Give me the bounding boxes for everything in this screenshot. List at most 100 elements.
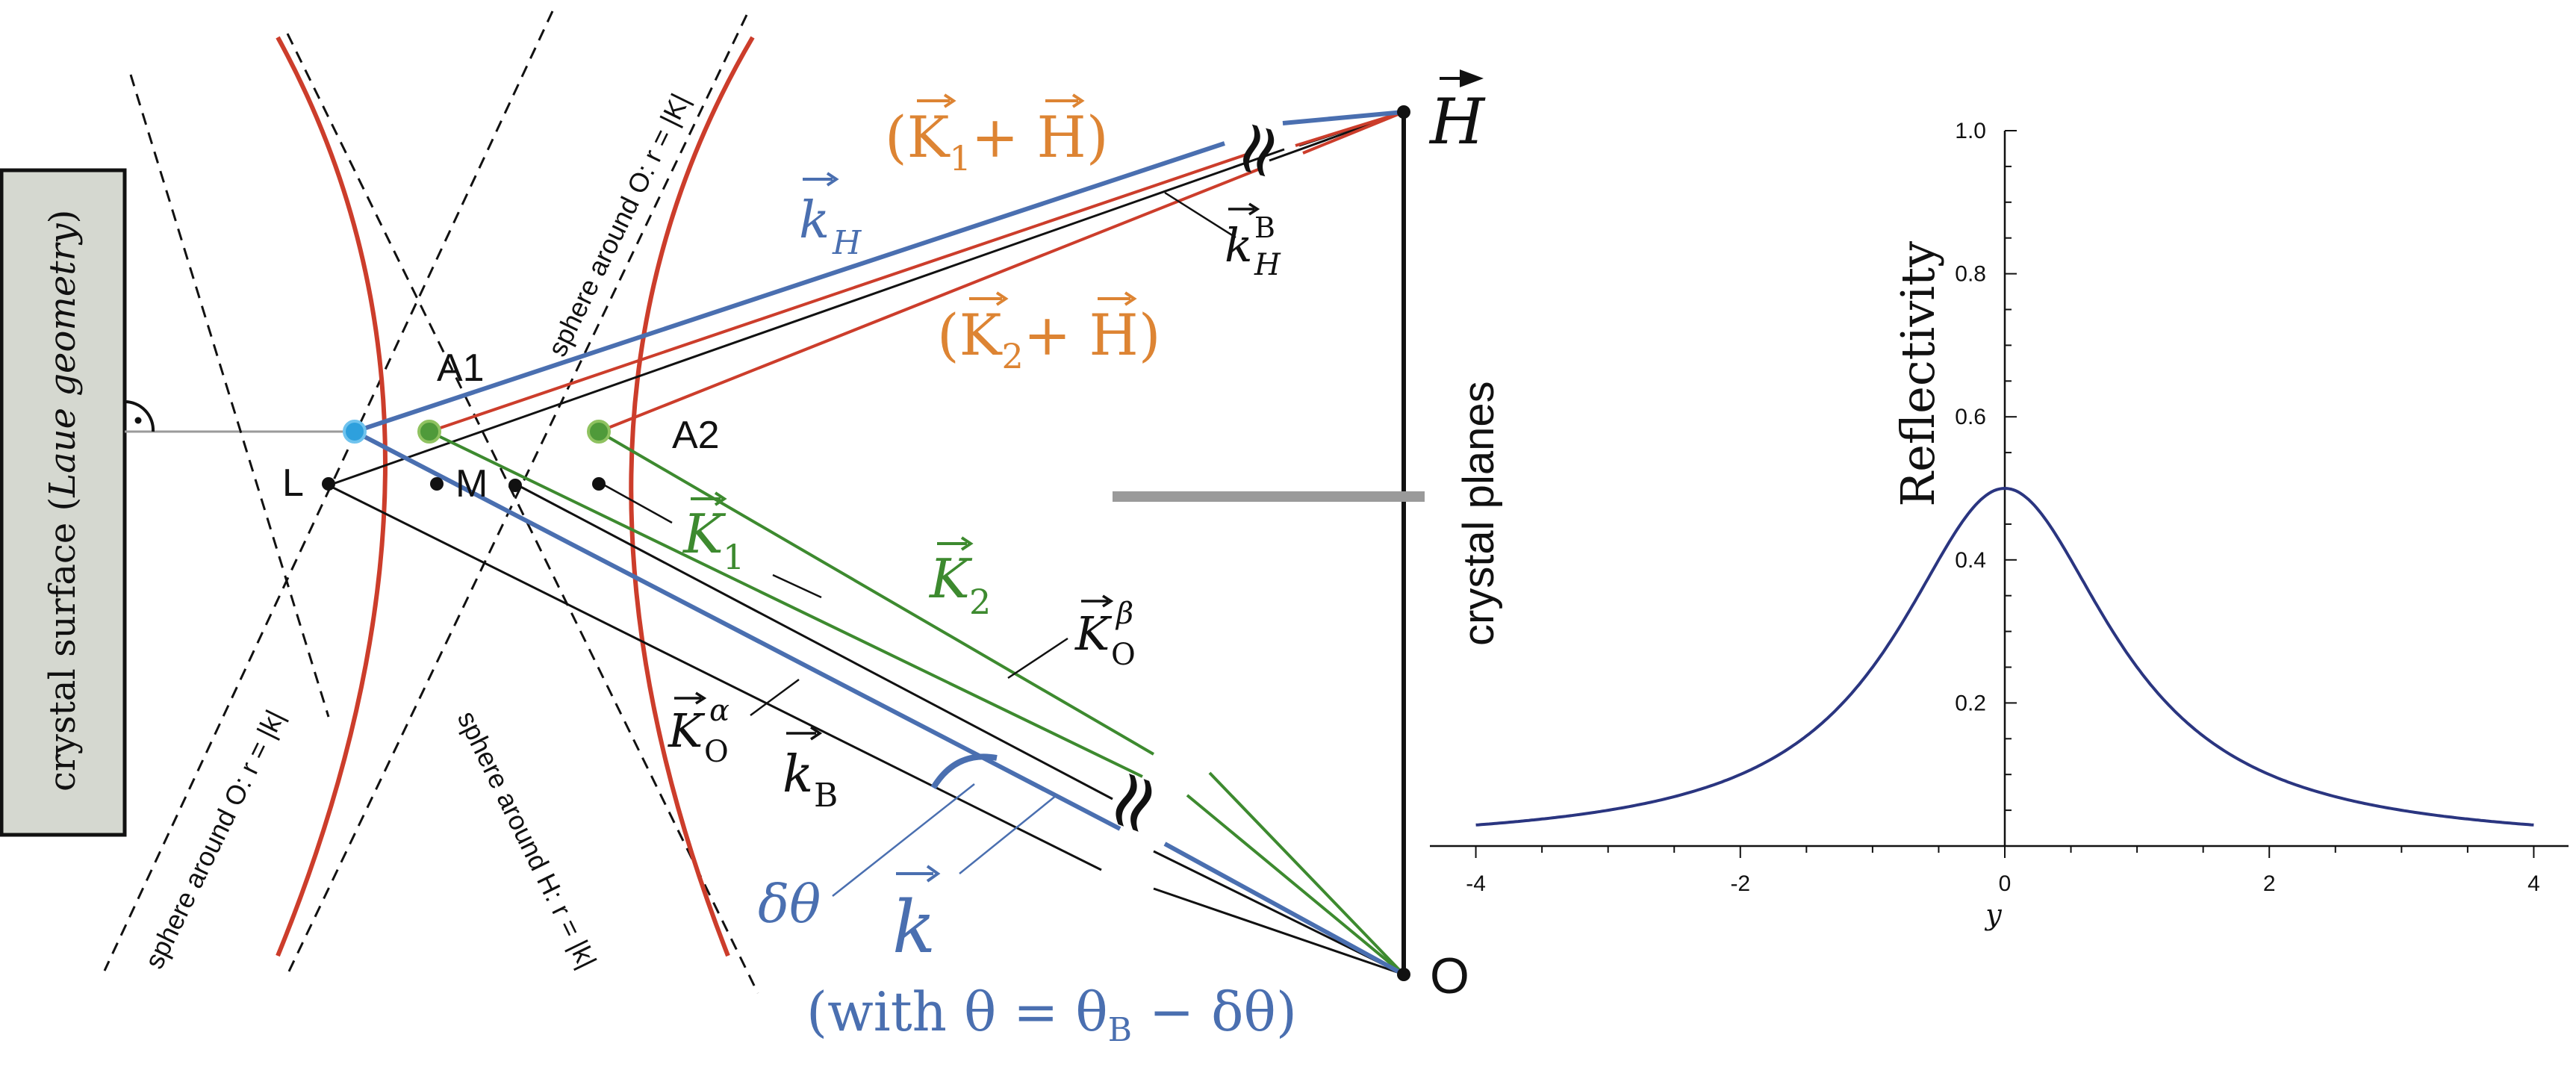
leader-K1 <box>772 573 822 599</box>
label-with-theta: (with θ = θB − δθ) <box>806 980 1297 1049</box>
svg-text:B: B <box>814 777 838 815</box>
svg-text:(K1+ H): (K1+ H) <box>885 104 1108 178</box>
point-A2-label: A2 <box>672 414 720 457</box>
label-K2H: (K2+ H) <box>937 291 1160 376</box>
svg-text:k: k <box>783 745 813 804</box>
svg-text:K: K <box>668 703 706 758</box>
x-axis-label: y <box>1984 898 2002 931</box>
label-kHB: k H B <box>1225 202 1281 282</box>
svg-text:β: β <box>1115 597 1133 631</box>
svg-text:2: 2 <box>969 582 991 622</box>
break-symbol-o: ≈ <box>1074 753 1188 851</box>
point-H-label: H <box>1428 69 1486 158</box>
point-M-dot <box>508 479 522 492</box>
label-KO-alpha: K O α <box>668 691 729 769</box>
svg-text:k: k <box>892 886 936 969</box>
K1H-line <box>429 152 1251 433</box>
K1-line-end <box>1186 794 1405 976</box>
leader-KOb <box>1007 637 1068 680</box>
svg-text:H: H <box>1428 85 1486 158</box>
K2H-line <box>598 167 1263 433</box>
kHB-line-1 <box>328 148 1285 487</box>
x-tick-label: 4 <box>2527 871 2540 896</box>
dispersion-branch-2 <box>629 36 755 957</box>
label-kH: k H <box>799 172 862 262</box>
svg-text:H: H <box>1254 248 1281 282</box>
x-tick-label: 2 <box>2263 871 2276 896</box>
K2-line <box>597 430 1155 756</box>
crystal-planes-label: crystal planes <box>1455 381 1503 646</box>
right-angle-mark <box>124 399 155 432</box>
y-tick-label: 0.6 <box>1955 405 1986 429</box>
point-A2-lower-dot <box>592 477 606 491</box>
label-kB: k B <box>783 726 838 815</box>
KO-alpha-line <box>328 484 1102 871</box>
point-O-label: O <box>1430 948 1469 1004</box>
K2H-line-end <box>1302 111 1404 155</box>
x-tick-label: 0 <box>1999 871 2012 896</box>
svg-text:O: O <box>1111 638 1136 672</box>
right-angle-dot <box>134 417 142 424</box>
laue-point-dot <box>343 420 367 444</box>
sphere-o-bottom-label: sphere around O: r = |k| <box>138 705 290 973</box>
svg-text:(K2+ H): (K2+ H) <box>937 302 1160 376</box>
leader-kHB <box>1164 191 1236 239</box>
leader-M <box>604 484 673 524</box>
y-tick-label: 1.0 <box>1955 119 1986 143</box>
x-tick-label: -2 <box>1730 871 1750 896</box>
delta-theta-arc <box>930 753 998 790</box>
sphere-h-dashed-line <box>129 74 330 718</box>
point-A1-label: A1 <box>437 346 485 390</box>
dispersion-branch-1 <box>276 36 388 957</box>
svg-text:B: B <box>1254 211 1275 244</box>
label-delta-theta: δθ <box>758 874 821 935</box>
sphere-o-dashed-line-1 <box>103 10 554 971</box>
K1H-line-end <box>1295 111 1404 147</box>
leader-KOa <box>750 678 800 717</box>
kH-line-end <box>1282 110 1404 125</box>
svg-text:α: α <box>709 694 729 728</box>
sphere-o-top-label: sphere around O: r = |K| <box>541 89 695 361</box>
point-O-dot <box>1397 968 1410 981</box>
leader-k <box>959 795 1057 874</box>
svg-text:K: K <box>928 547 973 610</box>
svg-text:K: K <box>682 503 727 565</box>
laue-diagram: crystal surface (Laue geometry) <box>0 10 1503 1049</box>
K2-line-end <box>1208 771 1405 976</box>
leader-dtheta <box>832 783 975 897</box>
reflectivity-curve <box>1475 486 2534 827</box>
y-axis-label: Reflectivity <box>1891 241 1945 507</box>
svg-text:H: H <box>832 224 862 262</box>
point-M1-dot <box>430 477 444 491</box>
point-A2-dot <box>587 420 611 444</box>
svg-text:k: k <box>1225 218 1253 273</box>
label-K1H: (K1+ H) <box>885 93 1108 178</box>
crystal-surface-box <box>0 168 127 837</box>
K1-line <box>429 430 1143 778</box>
point-L-label: L <box>282 461 304 505</box>
kB-line-end-1 <box>1153 887 1404 976</box>
y-tick-label: 0.8 <box>1955 262 1986 287</box>
label-KO-beta: K O β <box>1074 594 1136 672</box>
label-K1: K 1 <box>682 491 744 577</box>
sphere-h-dashed-line-2 <box>286 33 759 994</box>
crystal-surface-label: crystal surface (Laue geometry) <box>42 210 84 792</box>
svg-text:O: O <box>704 735 729 769</box>
kH-line <box>354 141 1225 434</box>
svg-text:K: K <box>1074 606 1113 661</box>
KO-beta-line <box>514 482 1113 800</box>
y-tick-label: 0.4 <box>1955 548 1986 573</box>
sphere-h-label: sphere around H: r = |k| <box>452 706 603 974</box>
k-line-end <box>1163 842 1405 977</box>
point-H-dot <box>1397 105 1410 119</box>
sphere-o-dashed-line-2 <box>286 14 748 975</box>
label-K2: K 2 <box>928 536 991 622</box>
label-k: k <box>892 865 941 969</box>
svg-text:k: k <box>799 191 830 250</box>
point-A1-dot <box>417 420 441 444</box>
x-tick-label: -4 <box>1466 871 1486 896</box>
point-M-label: M <box>455 462 488 506</box>
